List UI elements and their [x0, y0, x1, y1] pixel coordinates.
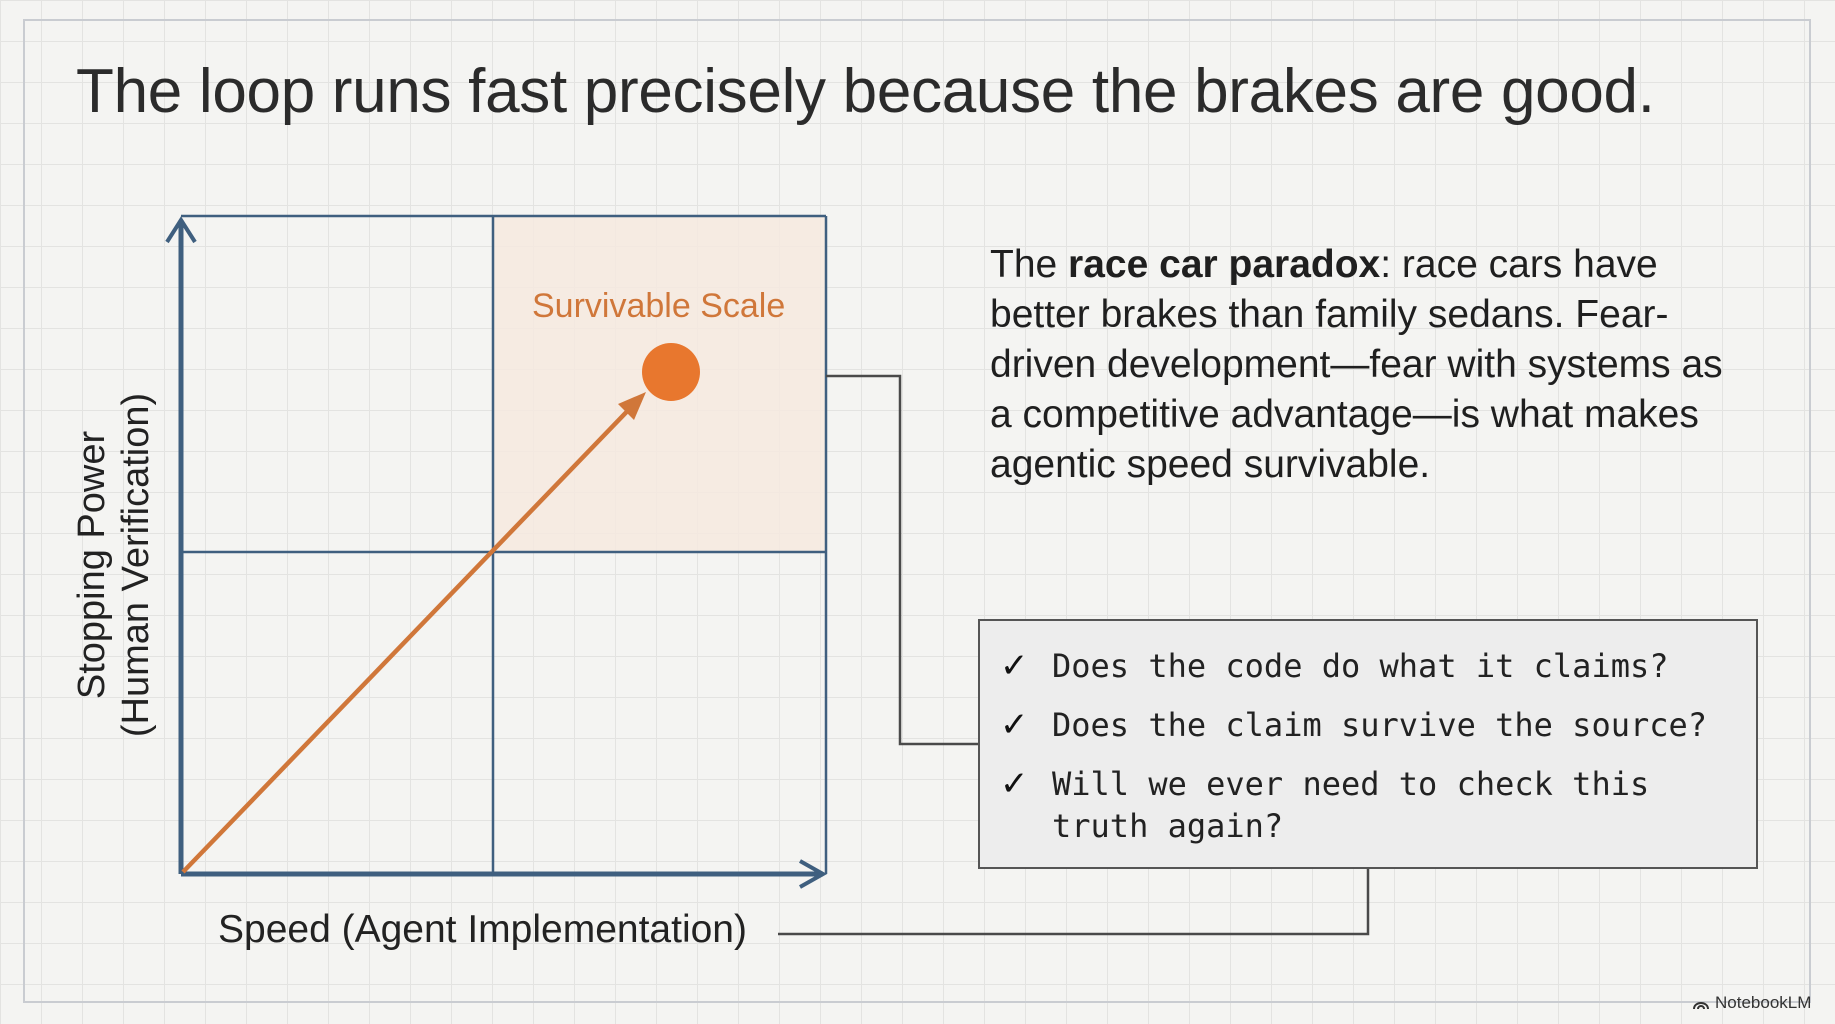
connector-xlabel-to-checklist: [778, 869, 1370, 936]
y-axis-label-line2: (Human Verification): [115, 392, 157, 738]
paradox-body: : race cars have better brakes than fami…: [990, 243, 1723, 486]
slide-frame: [23, 19, 1811, 1003]
y-axis-arrowhead: [165, 216, 197, 244]
checklist-item: ✓ Does the claim survive the source?: [1000, 704, 1740, 746]
verification-checklist: ✓ Does the code do what it claims? ✓ Doe…: [978, 619, 1758, 869]
notebooklm-watermark: NotebookLM: [1692, 993, 1811, 1013]
notebooklm-logo-icon: [1693, 1002, 1709, 1010]
x-axis-arrowhead: [799, 859, 828, 889]
connector-quadrant-to-checklist: [826, 374, 978, 746]
survivable-scale-label: Survivable Scale: [532, 287, 786, 325]
paradox-prefix: The: [990, 243, 1069, 286]
check-icon: ✓: [1000, 646, 1029, 686]
growth-arrow: [181, 396, 642, 874]
checklist-item: ✓ Will we ever need to check this truth …: [1000, 763, 1740, 847]
checklist-item: ✓ Does the code do what it claims?: [1000, 645, 1740, 687]
race-car-paradox-text: The race car paradox: race cars have bet…: [990, 240, 1750, 490]
checklist-item-text: Will we ever need to check this truth ag…: [1052, 765, 1650, 845]
y-axis-label: Stopping Power (Human Verification): [70, 355, 158, 775]
check-icon: ✓: [1000, 705, 1029, 745]
paradox-bold-term: race car paradox: [1068, 243, 1381, 286]
target-dot: [642, 343, 700, 401]
slide-title: The loop runs fast precisely because the…: [76, 57, 1655, 126]
check-icon: ✓: [1000, 764, 1029, 804]
checklist-item-text: Does the claim survive the source?: [1052, 706, 1708, 744]
x-axis-label: Speed (Agent Implementation): [218, 908, 747, 951]
growth-arrowhead: [618, 392, 646, 420]
y-axis-label-line1: Stopping Power: [71, 430, 113, 700]
watermark-text: NotebookLM: [1715, 993, 1812, 1012]
checklist-item-text: Does the code do what it claims?: [1052, 647, 1669, 685]
